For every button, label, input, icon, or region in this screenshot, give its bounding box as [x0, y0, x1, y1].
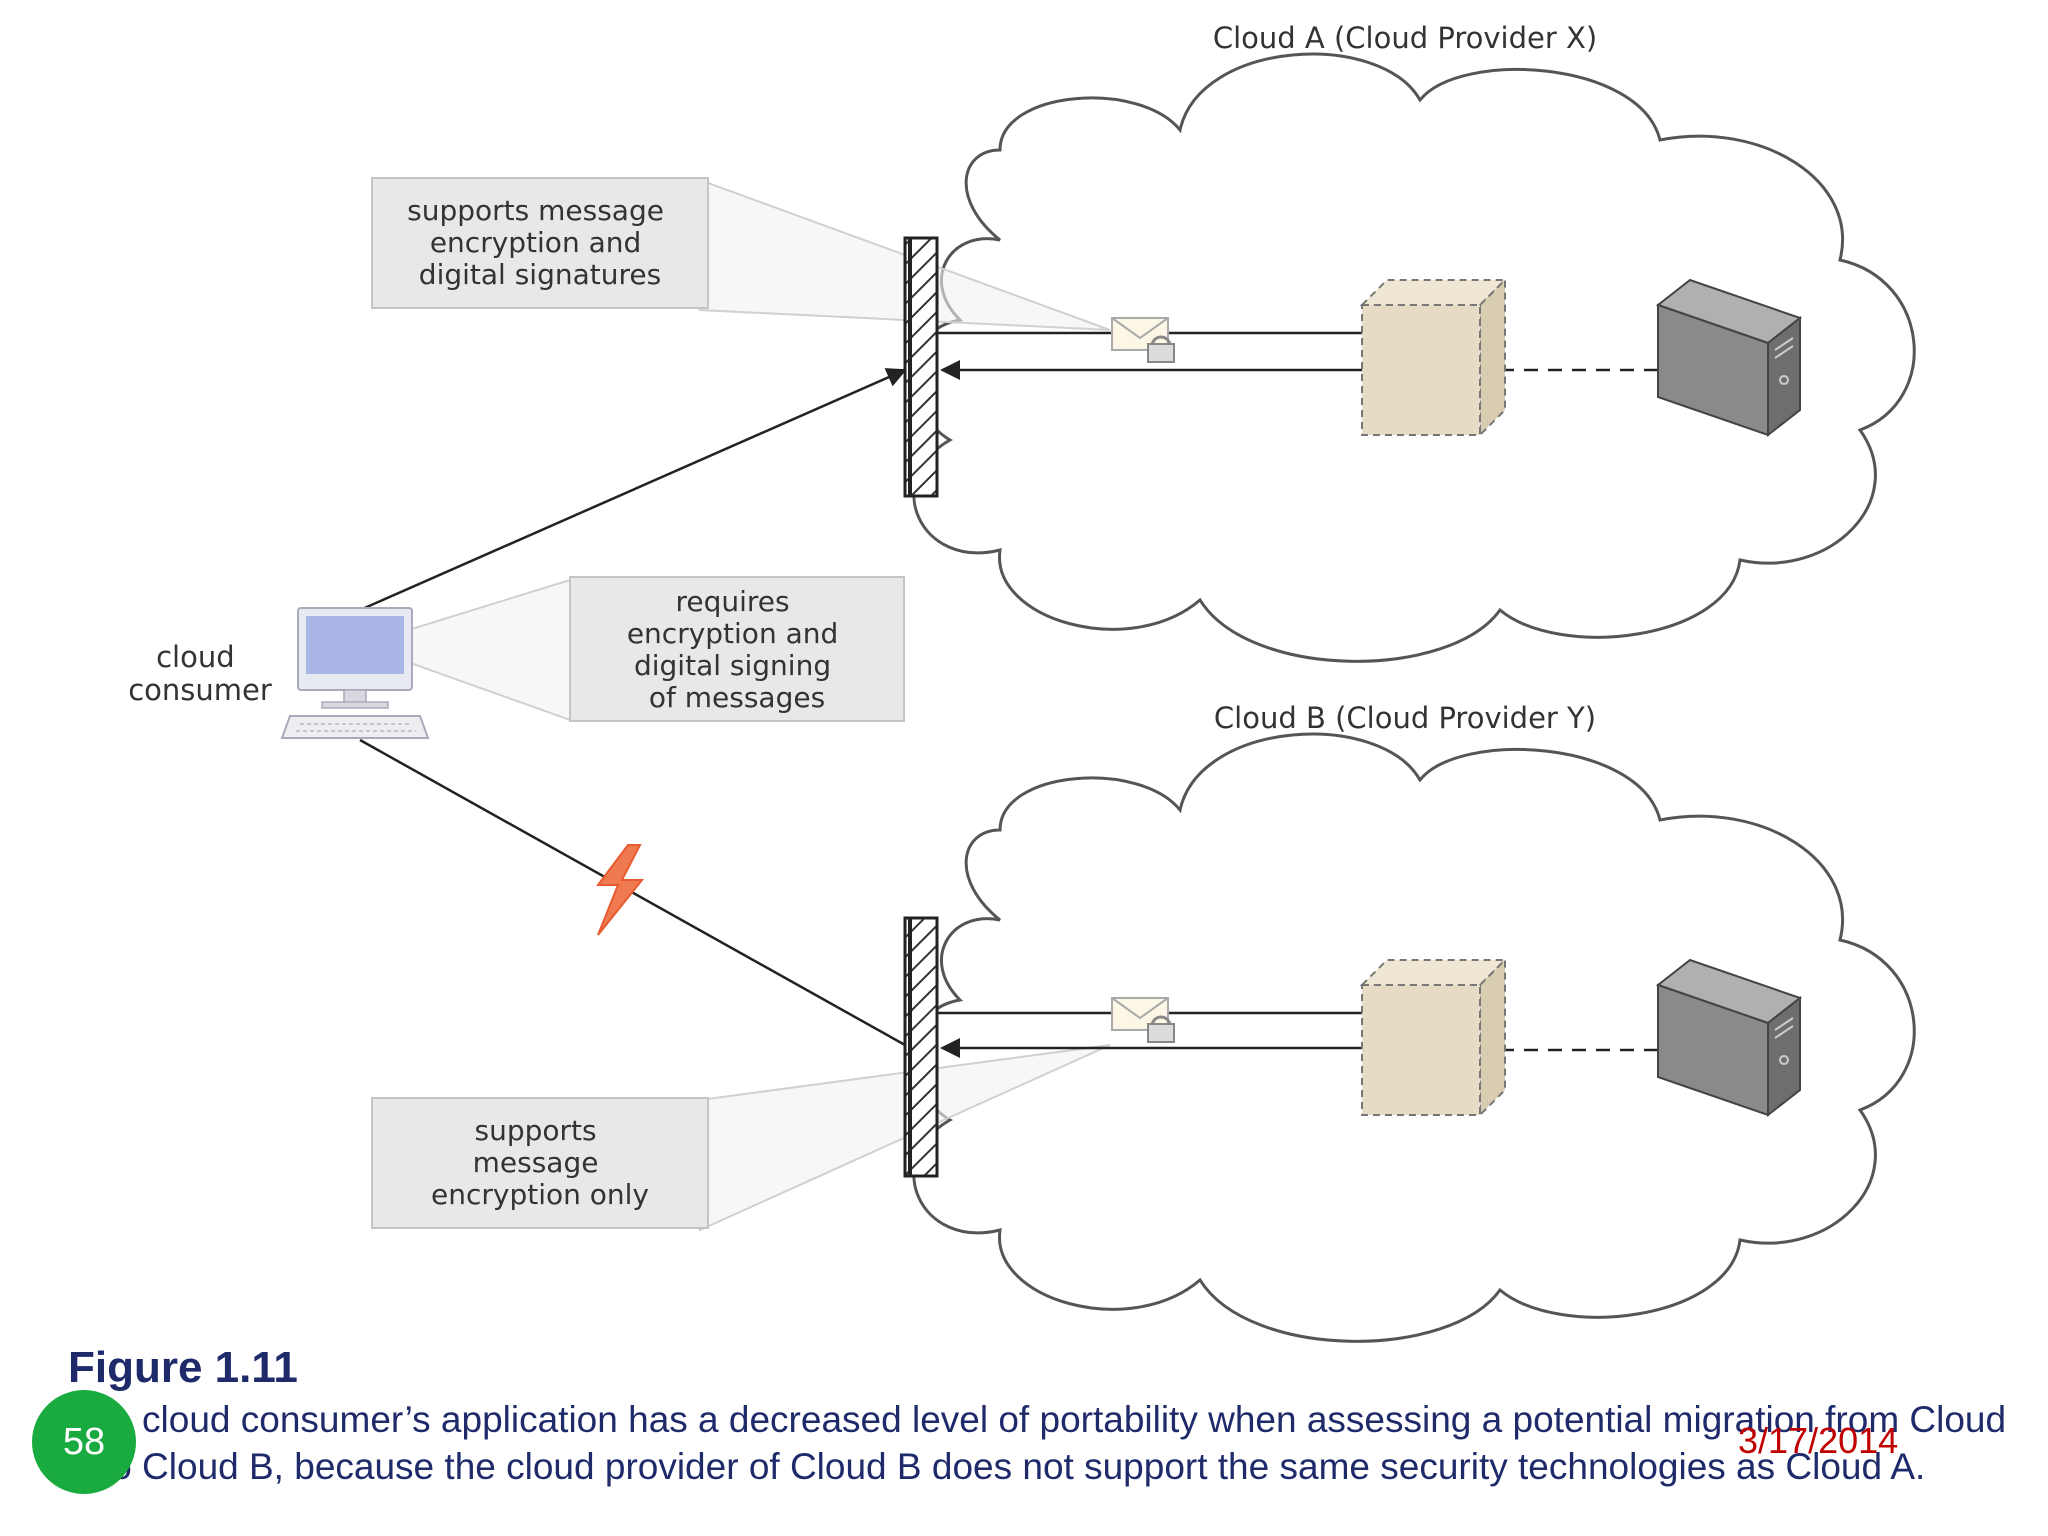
cloud-a-server-icon — [1655, 278, 1803, 438]
cloud-consumer-label: cloud consumer — [128, 640, 272, 707]
page-number-badge: 58 — [32, 1390, 136, 1494]
cloud-a-callout: supports message encryption and digital … — [371, 177, 709, 309]
cloud-a-firewall-icon — [903, 236, 939, 498]
cloud-consumer-computer-icon — [280, 607, 430, 739]
cloud-b-callout: supports message encryption only — [371, 1097, 709, 1229]
cloud-a-envelope-lock-icon — [1111, 317, 1175, 363]
cloud-a-title: Cloud A (Cloud Provider X) — [1213, 21, 1597, 55]
consumer-callout: requires encryption and digital signing … — [569, 576, 905, 722]
figure-title: Figure 1.11 — [68, 1343, 298, 1392]
cloud-a-callout-text: supports message encryption and digital … — [407, 194, 673, 291]
consumer-callout-text: requires encryption and digital signing … — [627, 585, 847, 714]
cloud-b-service-icon — [1359, 957, 1508, 1118]
cloud-b-envelope-lock-icon — [1111, 997, 1175, 1043]
cloud-b-server-icon — [1655, 958, 1803, 1118]
cloud-b-title: Cloud B (Cloud Provider Y) — [1214, 701, 1596, 735]
figure-caption: Figure 1.11 The cloud consumer’s applica… — [68, 1340, 2008, 1490]
slide-date: 3/17/2014 — [1738, 1420, 1899, 1461]
lightning-icon — [596, 844, 645, 936]
cloud-a-service-icon — [1359, 277, 1508, 438]
consumer-to-cloud-a-line — [359, 368, 907, 612]
figure-description: The cloud consumer’s application has a d… — [68, 1399, 2007, 1487]
cloud-b-callout-text: supports message encryption only — [431, 1114, 649, 1211]
cloud-b-firewall-icon — [903, 916, 939, 1178]
